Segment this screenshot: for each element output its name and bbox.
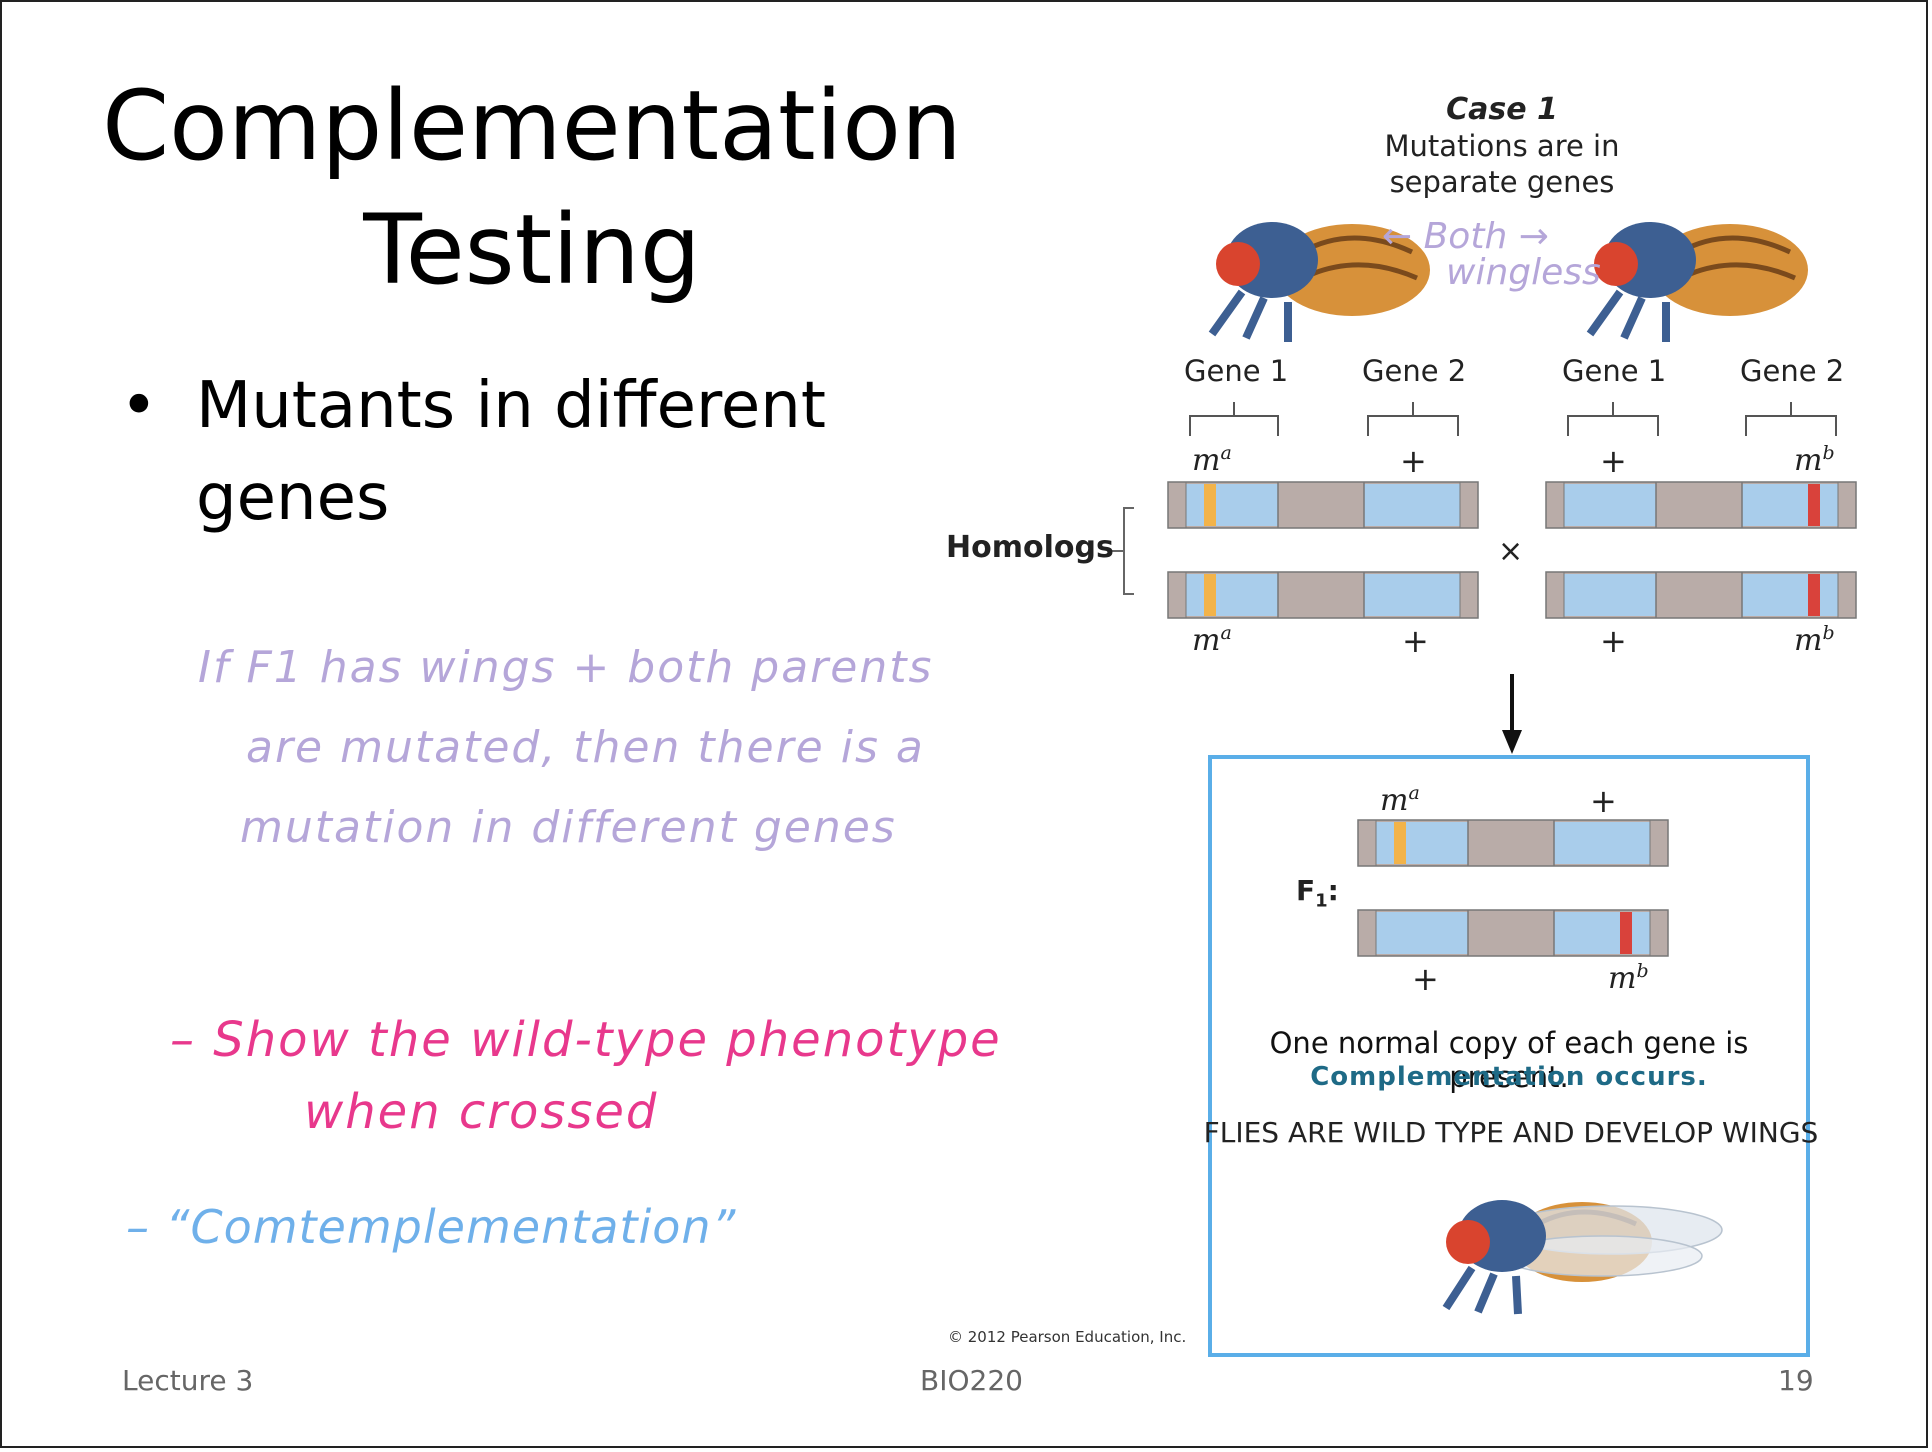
chromosome-parent1-top [1167, 481, 1479, 529]
allele-f1-ma: ma [1380, 782, 1420, 818]
homologs-bracket [1110, 507, 1134, 595]
chromosome-parent2-bottom [1545, 571, 1857, 619]
fly-f1-winged [1442, 1200, 1723, 1315]
allele-f1-plus-bottom: + [1412, 960, 1439, 998]
gene1-label-left: Gene 1 [1184, 354, 1289, 388]
allele-plus-p2-top: + [1600, 442, 1627, 480]
allele-plus-p2-bottom: + [1600, 622, 1627, 660]
allele-plus-p1-bottom: + [1402, 622, 1429, 660]
f1-label: F1: [1296, 874, 1339, 912]
gene1-label-right: Gene 1 [1562, 354, 1667, 388]
allele-f1-plus-top: + [1590, 782, 1617, 820]
title-line-1: Complementation [102, 70, 962, 182]
handwritten-note-purple-1: If F1 has wings + both parents [198, 642, 934, 693]
handwritten-note-purple-2: are mutated, then there is a [246, 722, 925, 773]
handwritten-note-purple-3: mutation in different genes [240, 802, 897, 853]
complementation-occurs-text: Complementation occurs. [1310, 1062, 1708, 1092]
allele-mb-top: mb [1794, 442, 1835, 478]
allele-ma-bottom: ma [1192, 622, 1232, 658]
arrow-down-icon [1502, 674, 1522, 754]
footer-left: Lecture 3 [122, 1364, 254, 1397]
chromosome-f1-top [1357, 819, 1669, 867]
title-line-2: Testing [363, 194, 701, 306]
bullet-item: • Mutants in different genes [120, 360, 880, 544]
copyright-text: © 2012 Pearson Education, Inc. [948, 1328, 1187, 1346]
homologs-label: Homologs [946, 530, 1114, 565]
allele-mb-bottom: mb [1794, 622, 1835, 658]
allele-ma-top: ma [1192, 442, 1232, 478]
case-title: Case 1 [1446, 92, 1558, 127]
normal-copy-text: One normal copy of each gene is present. [1269, 1026, 1749, 1094]
result-box [1208, 755, 1810, 1357]
bullet-text-line-2: genes [196, 461, 390, 535]
handwritten-note-pink-2: when crossed [304, 1084, 659, 1140]
gene2-label-right: Gene 2 [1740, 354, 1845, 388]
case-subtitle: Mutations are in separate genes [1332, 128, 1672, 200]
handwritten-note-wingless: wingless [1446, 252, 1601, 293]
bullet-text-line-1: Mutants in different [196, 369, 826, 443]
slide-title: Complementation Testing [102, 64, 962, 312]
gene-brackets [1189, 402, 1837, 436]
case-subtitle-line-2: separate genes [1389, 165, 1615, 199]
allele-f1-mb: mb [1608, 960, 1649, 996]
flies-wild-type-text: FLIES ARE WILD TYPE AND DEVELOP WINGS [1203, 1116, 1819, 1149]
allele-plus-p1-top: + [1400, 442, 1427, 480]
chromosome-parent1-bottom [1167, 571, 1479, 619]
handwritten-note-blue-1: – “Comtemplementation” [126, 1200, 737, 1254]
bullet-dot: • [120, 369, 158, 443]
footer-center: BIO220 [920, 1364, 1023, 1397]
case-subtitle-line-1: Mutations are in [1384, 129, 1620, 163]
handwritten-note-pink-1: – Show the wild-type phenotype [170, 1012, 1002, 1068]
chromosome-parent2-top [1545, 481, 1857, 529]
footer-page-number: 19 [1778, 1364, 1814, 1397]
cross-symbol: × [1498, 534, 1524, 569]
handwritten-note-both: ← Both → [1382, 216, 1549, 257]
gene2-label-left: Gene 2 [1362, 354, 1467, 388]
fly-parent-2 [1586, 222, 1808, 342]
bullet-text: Mutants in different genes [196, 360, 826, 544]
fly-parent-1 [1208, 222, 1430, 342]
chromosome-f1-bottom [1357, 909, 1669, 957]
